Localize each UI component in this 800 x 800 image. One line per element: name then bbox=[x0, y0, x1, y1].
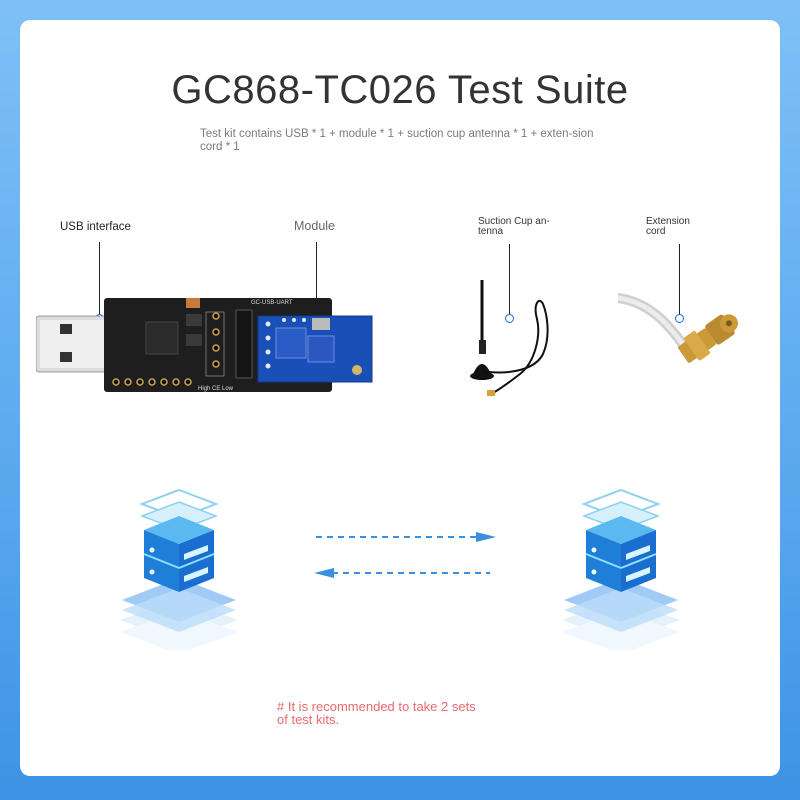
recommendation-note: # It is recommended to take 2 sets of te… bbox=[277, 700, 537, 726]
antenna-label-line2: tenna bbox=[478, 226, 504, 237]
extension-leader-line bbox=[679, 244, 680, 318]
arrow-left-icon bbox=[314, 568, 490, 578]
board-silk-bottom: High CE Low bbox=[198, 386, 234, 392]
module-leader-line bbox=[316, 242, 317, 318]
server-right-icon bbox=[562, 488, 680, 650]
note-line-1: # It is recommended to take 2 sets bbox=[277, 699, 476, 714]
page-title: GC868-TC026 Test Suite bbox=[171, 68, 629, 112]
board-silk-header: GC-USB-UART bbox=[251, 300, 293, 306]
kit-contents-text: Test kit contains USB * 1 + module * 1 +… bbox=[200, 128, 594, 153]
antenna-marker-dot bbox=[505, 314, 514, 323]
extension-cord-image bbox=[618, 293, 738, 363]
extension-label-line2: cord bbox=[646, 226, 666, 237]
server-left-icon bbox=[120, 488, 238, 650]
extension-label-line1: Extension bbox=[646, 216, 690, 227]
module-label: Module bbox=[294, 219, 335, 233]
usb-dongle-image: GC-USB-UART High CE Low bbox=[36, 298, 373, 392]
suction-cup-antenna-image bbox=[470, 280, 549, 396]
usb-leader-line bbox=[99, 242, 100, 318]
usb-interface-label: USB interface bbox=[60, 221, 131, 233]
content-card bbox=[20, 20, 780, 776]
antenna-label-line1: Suction Cup an- bbox=[478, 216, 550, 227]
arrow-right-icon bbox=[316, 532, 496, 542]
note-line-2: of test kits. bbox=[277, 712, 340, 727]
data-exchange-arrows bbox=[314, 532, 496, 578]
antenna-leader-line bbox=[509, 244, 510, 318]
extension-marker-dot bbox=[675, 314, 684, 323]
